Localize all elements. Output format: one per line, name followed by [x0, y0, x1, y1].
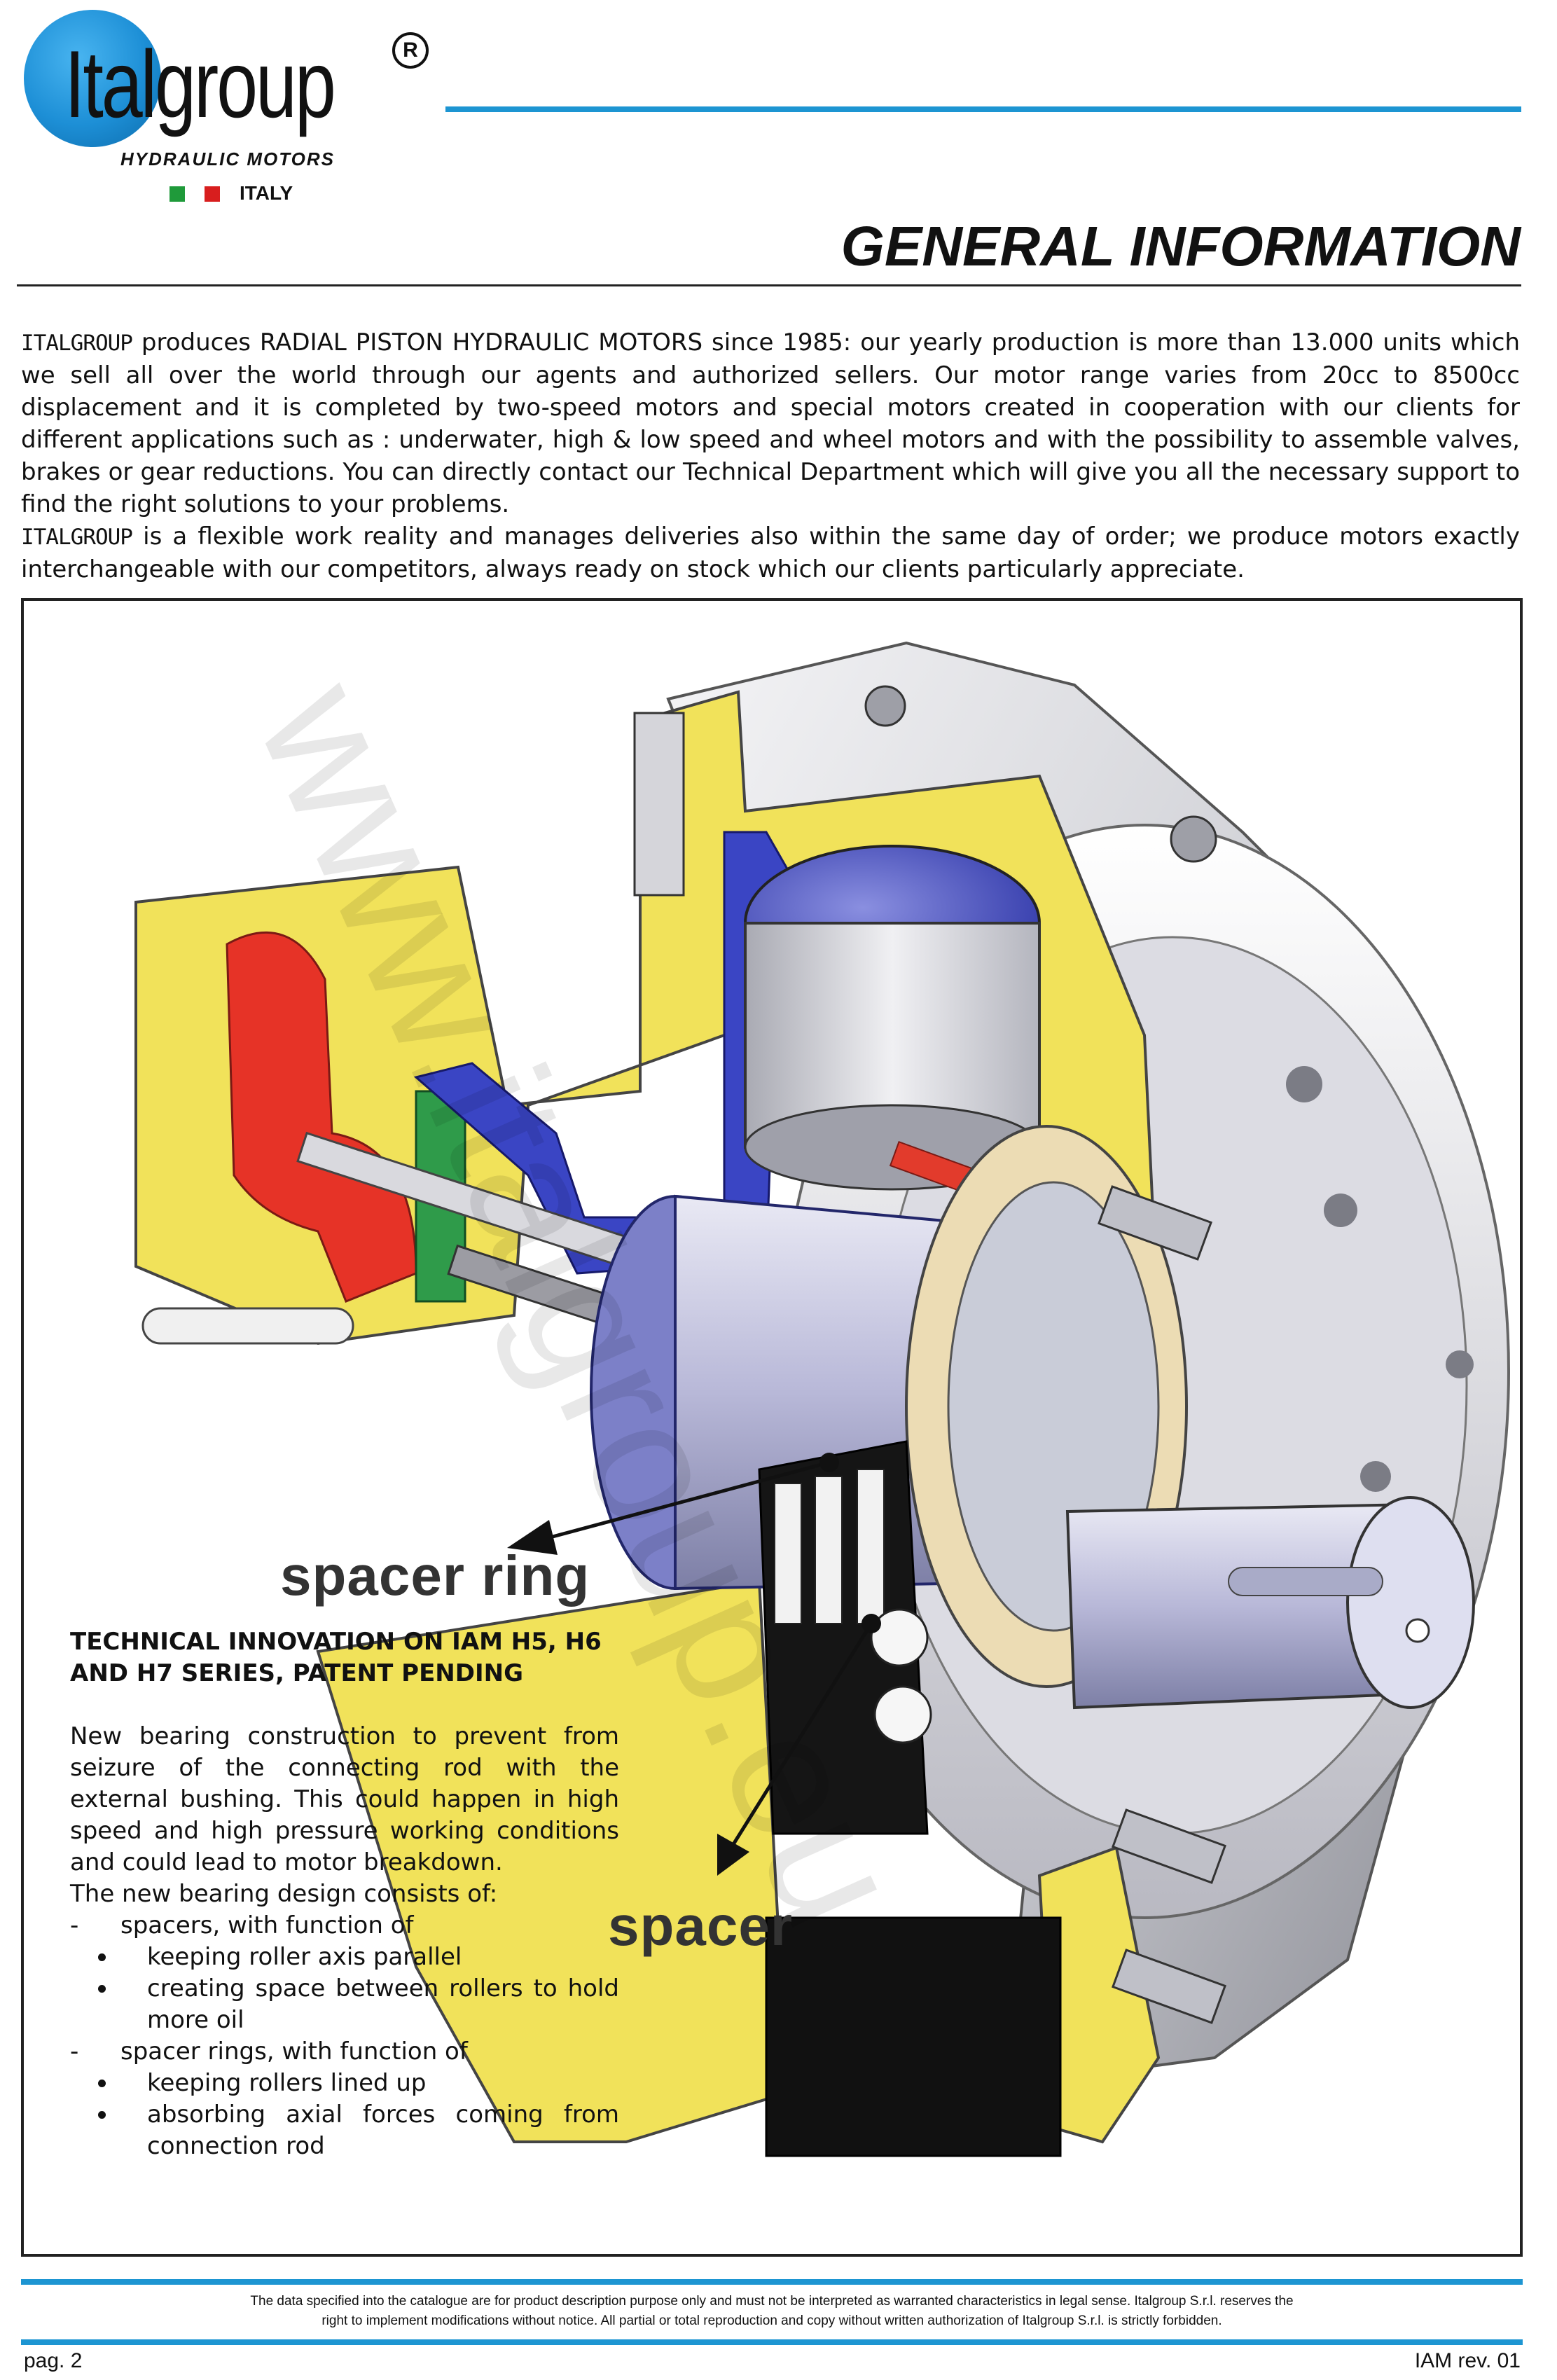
- callout-dot: [819, 1453, 839, 1472]
- list-item: creating space between rollers to hold m…: [70, 1973, 619, 2036]
- title-divider: [17, 284, 1521, 286]
- header-rule: [445, 106, 1521, 112]
- motor-cutaway-illustration: www.italgroup.eu: [134, 641, 1510, 2157]
- cap-screw: [1112, 1949, 1226, 2024]
- lower-cavity: [765, 1916, 1062, 2157]
- motor-cutaway-figure: www.italgroup.eu: [21, 598, 1523, 2257]
- callout-dot: [861, 1614, 881, 1633]
- disclaimer-line: The data specified into the catalogue ar…: [250, 2294, 1294, 2309]
- footer-rule-top: [21, 2279, 1523, 2285]
- brand-rest: talgroup: [83, 31, 336, 137]
- tagline: HYDRAULIC MOTORS: [120, 148, 335, 169]
- roller: [815, 1476, 843, 1624]
- page-number: pag. 2: [24, 2349, 83, 2372]
- intro-paragraph-2: ITALGROUP is a flexible work reality and…: [21, 520, 1520, 586]
- list-item: absorbing axial forces coming from conne…: [70, 2099, 619, 2162]
- footer-disclaimer: The data specified into the catalogue ar…: [21, 2292, 1523, 2331]
- tech-box-title: TECHNICAL INNOVATION ON IAM H5, H6 AND H…: [70, 1628, 602, 1687]
- country-label: ITALY: [240, 182, 293, 204]
- intro-text: ITALGROUP produces RADIAL PISTON HYDRAUL…: [21, 326, 1520, 586]
- list-item: keeping roller axis parallel: [70, 1942, 619, 1973]
- keyway: [1228, 1567, 1383, 1596]
- tech-box-consists: The new bearing design consists of:: [70, 1880, 498, 1908]
- intro-paragraph-1-text: produces RADIAL PISTON HYDRAULIC MOTORS …: [21, 328, 1520, 518]
- callout-arrow-spacer: [729, 1622, 873, 1849]
- list-item: keeping rollers lined up: [70, 2068, 619, 2099]
- flag-red-square: [205, 186, 220, 202]
- roller: [857, 1469, 885, 1624]
- bolt-hole: [1286, 1066, 1322, 1102]
- list-item: spacer rings, with function of: [70, 2036, 619, 2068]
- logo-circle: [24, 10, 161, 147]
- callout-label-spacer: spacer: [608, 1895, 793, 1957]
- roller: [774, 1483, 802, 1624]
- page-title: GENERAL INFORMATION: [840, 215, 1521, 277]
- guide-rod: [141, 1307, 354, 1345]
- callout-arrowhead: [717, 1834, 749, 1876]
- cap-screw: [1112, 1808, 1226, 1884]
- list-item: spacers, with function of: [70, 1910, 619, 1942]
- brand-name: ITALGROUP: [21, 331, 133, 356]
- shaft-center: [1405, 1618, 1430, 1643]
- brand-initial: I: [64, 31, 85, 137]
- bolt-hole: [1360, 1461, 1391, 1492]
- callout-label-spacer-ring: spacer ring: [280, 1544, 590, 1607]
- registered-mark: R: [392, 32, 429, 69]
- intro-paragraph-1: ITALGROUP produces RADIAL PISTON HYDRAUL…: [21, 326, 1520, 520]
- screw: [633, 712, 685, 897]
- document-revision: IAM rev. 01: [1414, 2349, 1521, 2372]
- callout-arrowhead: [507, 1520, 558, 1555]
- shaft-end: [1346, 1496, 1475, 1709]
- bolt-hole: [1446, 1350, 1474, 1378]
- footer-rule-bottom: [21, 2339, 1523, 2345]
- disclaimer-line: right to implement modifications without…: [321, 2313, 1222, 2328]
- bolt-hole: [1324, 1194, 1357, 1227]
- intro-paragraph-2-text: is a flexible work reality and manages d…: [21, 523, 1520, 583]
- hex-socket: [864, 685, 906, 727]
- tech-box-body: New bearing construction to prevent from…: [70, 1722, 619, 1876]
- cap-screw: [1098, 1185, 1212, 1261]
- flag-green-square: [169, 186, 185, 202]
- spacer-disc: [870, 1608, 929, 1667]
- callout-arrow-spacer-ring: [541, 1460, 830, 1542]
- spacer-disc: [873, 1685, 932, 1744]
- hex-socket: [1170, 815, 1217, 863]
- brand-name: ITALGROUP: [21, 525, 133, 550]
- technical-innovation-box: TECHNICAL INNOVATION ON IAM H5, H6 AND H…: [70, 1626, 619, 2162]
- brand-logo: Italgroup: [64, 28, 336, 140]
